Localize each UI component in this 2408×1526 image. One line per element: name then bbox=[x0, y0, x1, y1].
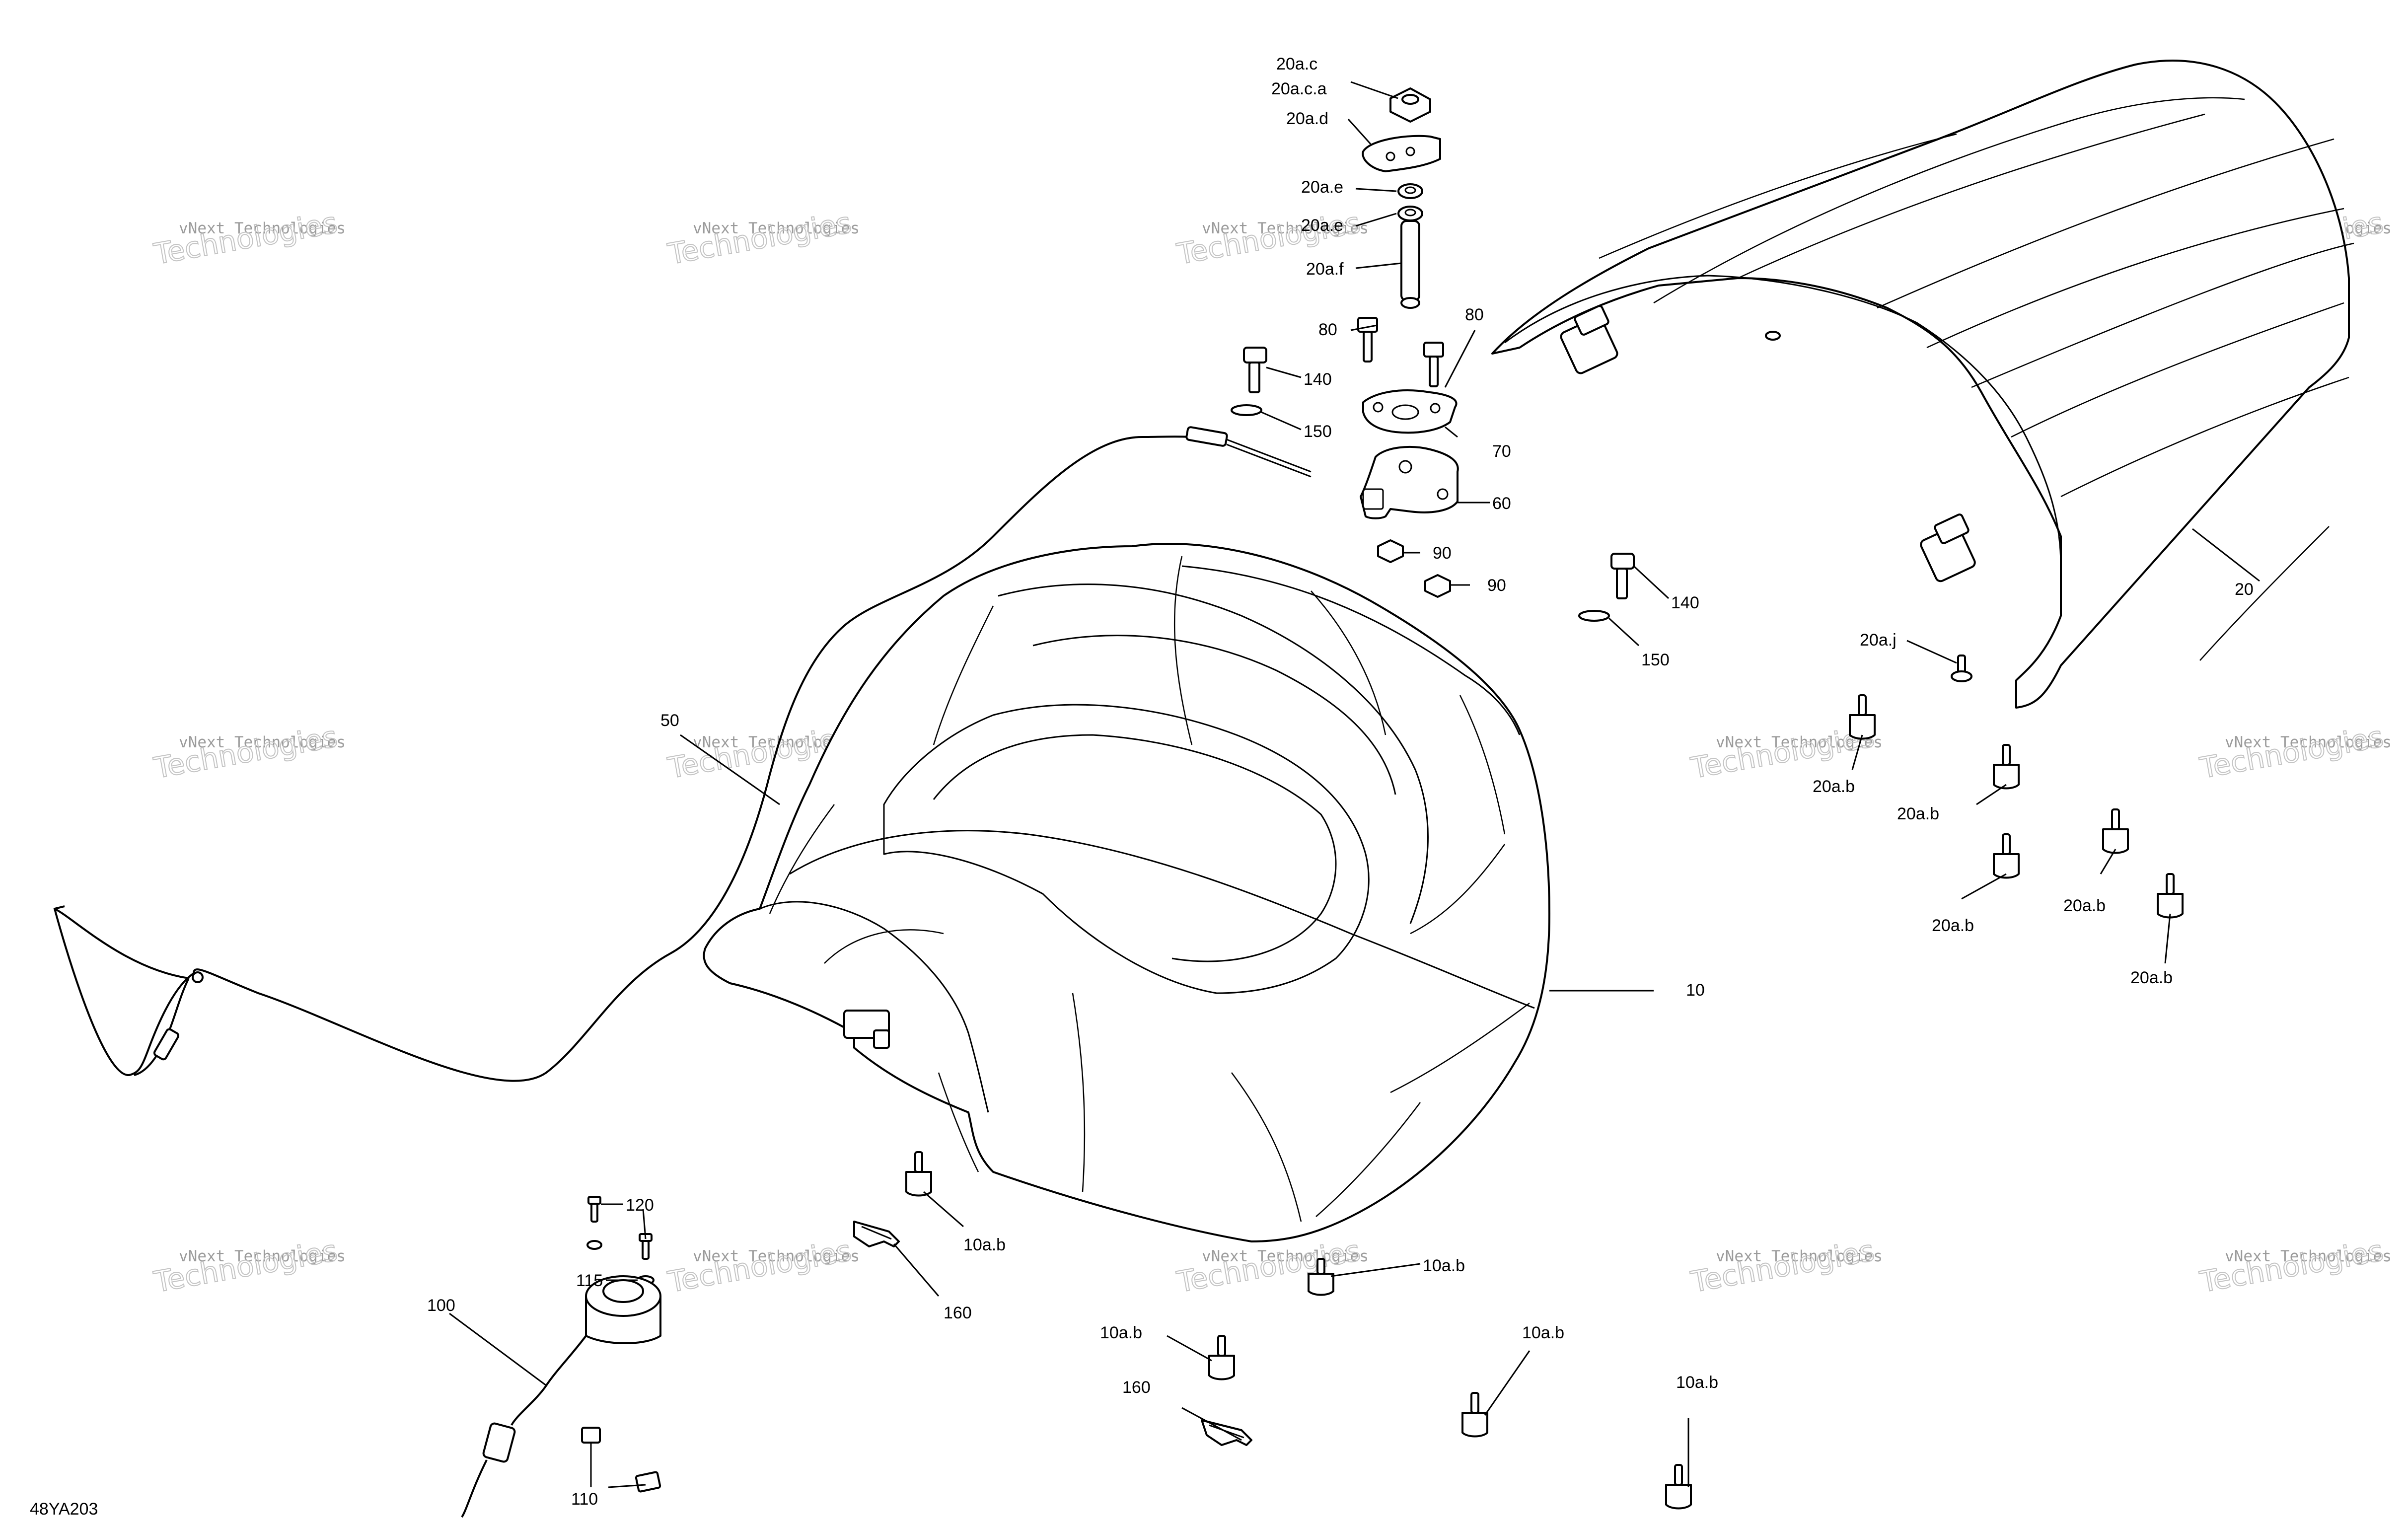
callout-100: 100 bbox=[427, 1296, 455, 1315]
watermark-line2: Technologies bbox=[1688, 720, 1877, 785]
watermark: vNext Technologies Technologies bbox=[151, 719, 346, 786]
callout-10a-b: 10a.b bbox=[1423, 1256, 1465, 1275]
callout-150: 150 bbox=[1641, 651, 1670, 669]
watermark-line2: Technologies bbox=[151, 720, 340, 785]
seat-part-10 bbox=[703, 542, 1550, 1242]
watermark-line1: vNext Technologies bbox=[179, 219, 346, 237]
callout-20a-c: 20a.c bbox=[1276, 55, 1317, 73]
watermark-line1: vNext Technologies bbox=[1202, 219, 1369, 237]
callout-80: 80 bbox=[1318, 320, 1337, 339]
callout-labels: 20a.c 20a.c.a 20a.d 20a.e 20a.e 20a.f 80… bbox=[427, 55, 2254, 1509]
callout-20a-e: 20a.e bbox=[1301, 178, 1343, 197]
watermark-line2: Technologies bbox=[665, 1234, 854, 1299]
callout-160: 160 bbox=[1122, 1378, 1151, 1397]
callout-20a-b: 20a.b bbox=[1813, 777, 1855, 796]
callout-140: 140 bbox=[1671, 593, 1699, 612]
watermark-line2: Technologies bbox=[665, 206, 854, 271]
callout-20: 20 bbox=[2235, 580, 2254, 599]
backrest-part-20 bbox=[1491, 60, 2354, 709]
callout-115: 115 bbox=[576, 1271, 603, 1290]
watermark-line1: vNext Technologies bbox=[179, 733, 346, 751]
callout-20a-c-a: 20a.c.a bbox=[1271, 79, 1327, 98]
callout-20a-e: 20a.e bbox=[1301, 216, 1343, 235]
watermark-line1: vNext Technologies bbox=[693, 1247, 860, 1265]
watermark: vNext Technologies Technologies bbox=[151, 1233, 346, 1300]
watermark: vNext Technologies Technologies bbox=[665, 1233, 860, 1300]
callout-20a-b: 20a.b bbox=[1932, 916, 1974, 935]
watermark-line2: Technologies bbox=[1688, 1234, 1877, 1299]
watermark: vNext Technologies Technologies bbox=[1688, 1233, 1883, 1300]
callout-10: 10 bbox=[1686, 981, 1705, 1000]
watermark-line1: vNext Technologies bbox=[2225, 1247, 2392, 1265]
callout-120: 120 bbox=[626, 1196, 654, 1215]
watermark-line1: vNext Technologies bbox=[2225, 733, 2392, 751]
callout-10a-b: 10a.b bbox=[1100, 1323, 1142, 1342]
callout-20a-b: 20a.b bbox=[2063, 896, 2106, 915]
drawing-id: 48YA203 bbox=[30, 1500, 98, 1519]
callout-80: 80 bbox=[1465, 305, 1484, 324]
callout-20a-f: 20a.f bbox=[1306, 260, 1344, 279]
callout-160: 160 bbox=[944, 1304, 972, 1322]
callout-70: 70 bbox=[1492, 442, 1511, 461]
callout-110: 110 bbox=[571, 1490, 598, 1509]
watermark-line2: Technologies bbox=[1174, 1234, 1363, 1299]
callout-150: 150 bbox=[1304, 422, 1332, 441]
watermark-line1: vNext Technologies bbox=[693, 219, 860, 237]
callout-20a-b: 20a.b bbox=[1897, 804, 1939, 823]
callout-20a-j: 20a.j bbox=[1860, 631, 1897, 650]
callout-10a-b: 10a.b bbox=[1522, 1323, 1564, 1342]
leader-lines bbox=[449, 81, 2260, 1488]
callout-140: 140 bbox=[1304, 370, 1332, 389]
hardware-group bbox=[461, 87, 2184, 1518]
callout-60: 60 bbox=[1492, 494, 1511, 513]
watermark-line1: vNext Technologies bbox=[1202, 1247, 1369, 1265]
watermark-line2: Technologies bbox=[2197, 720, 2386, 785]
watermark-line1: vNext Technologies bbox=[179, 1247, 346, 1265]
watermark-line2: Technologies bbox=[151, 1234, 340, 1299]
watermark-line1: vNext Technologies bbox=[1716, 1247, 1883, 1265]
watermark: vNext Technologies Technologies bbox=[665, 205, 860, 272]
watermark: vNext Technologies Technologies bbox=[2197, 719, 2392, 786]
callout-10a-b: 10a.b bbox=[1676, 1373, 1718, 1392]
callout-20a-d: 20a.d bbox=[1286, 109, 1328, 128]
cable-part-50 bbox=[53, 426, 1312, 1082]
callout-50: 50 bbox=[660, 711, 679, 730]
watermark-line2: Technologies bbox=[151, 206, 340, 271]
callout-10a-b: 10a.b bbox=[963, 1235, 1006, 1254]
watermark-line2: Technologies bbox=[2197, 1234, 2386, 1299]
watermark: vNext Technologies Technologies bbox=[151, 205, 346, 272]
callout-90: 90 bbox=[1433, 544, 1452, 563]
callout-90: 90 bbox=[1487, 576, 1506, 595]
callout-20a-b: 20a.b bbox=[2130, 968, 2173, 987]
watermark: vNext Technologies Technologies bbox=[1174, 1233, 1369, 1300]
watermark: vNext Technologies Technologies bbox=[2197, 1233, 2392, 1300]
